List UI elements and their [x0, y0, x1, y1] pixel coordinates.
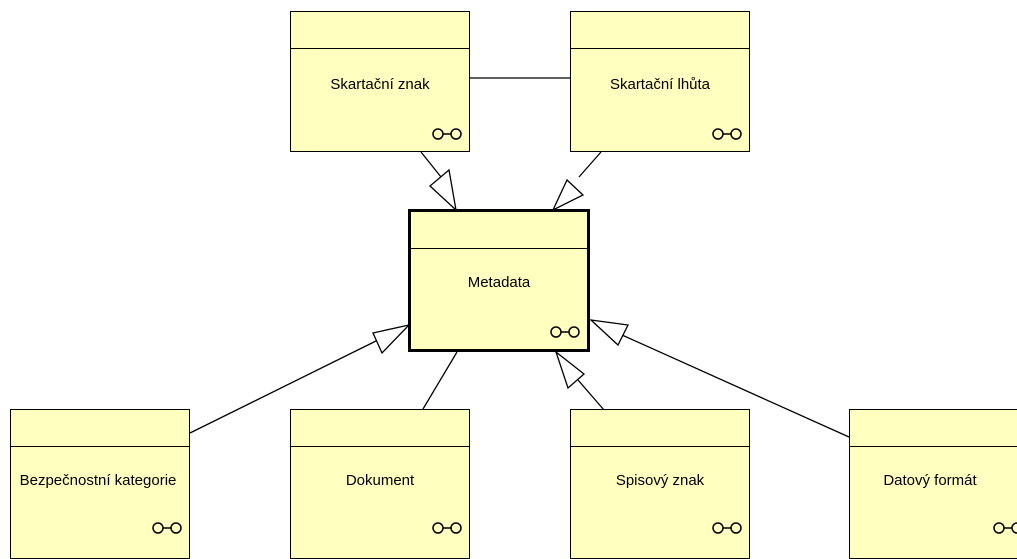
goggles-icon [712, 522, 742, 534]
node-header-band [850, 410, 1017, 447]
specialization-arrowhead [554, 350, 586, 390]
specialization-arrowhead [551, 178, 585, 212]
node-label: Metadata [467, 274, 531, 291]
specialization-line[interactable] [189, 339, 379, 434]
node-header-band [411, 212, 587, 249]
node-datovy-format[interactable]: Datový formát [849, 409, 1017, 559]
goggles-icon [993, 522, 1017, 534]
goggles-icon [432, 128, 462, 140]
node-bezpecnostni-kategorie[interactable]: Bezpečnostní kategorie [10, 409, 190, 559]
specialization-line[interactable] [577, 379, 605, 411]
node-label: Dokument [345, 472, 415, 489]
archimate-diagram: Skartační znak Skartační lhůta Metadata … [10, 11, 1017, 559]
specialization-arrowhead [589, 319, 629, 347]
goggles-icon [712, 128, 742, 140]
node-label: Spisový znak [615, 472, 705, 489]
specialization-line[interactable] [420, 151, 442, 178]
node-header-band [571, 12, 749, 49]
goggles-icon [152, 522, 182, 534]
node-header-band [571, 410, 749, 447]
node-spisovy-znak[interactable]: Spisový znak [570, 409, 750, 559]
node-metadata[interactable]: Metadata [408, 209, 590, 352]
specialization-line[interactable] [578, 151, 602, 178]
goggles-icon [550, 326, 580, 338]
node-skartacni-znak[interactable]: Skartační znak [290, 11, 470, 152]
relationship-layer [189, 77, 850, 438]
node-header-band [291, 410, 469, 447]
node-label: Bezpečnostní kategorie [19, 472, 177, 489]
node-dokument[interactable]: Dokument [290, 409, 470, 559]
node-label: Skartační znak [330, 76, 430, 93]
node-header-band [291, 12, 469, 49]
goggles-icon [432, 522, 462, 534]
node-header-band [11, 410, 189, 447]
node-skartacni-lhuta[interactable]: Skartační lhůta [570, 11, 750, 152]
specialization-line[interactable] [621, 334, 850, 438]
node-label: Datový formát [883, 472, 977, 489]
node-label: Skartační lhůta [609, 76, 711, 93]
association-line[interactable] [422, 351, 458, 410]
specialization-arrowhead [372, 323, 411, 355]
specialization-arrowhead [429, 168, 457, 212]
